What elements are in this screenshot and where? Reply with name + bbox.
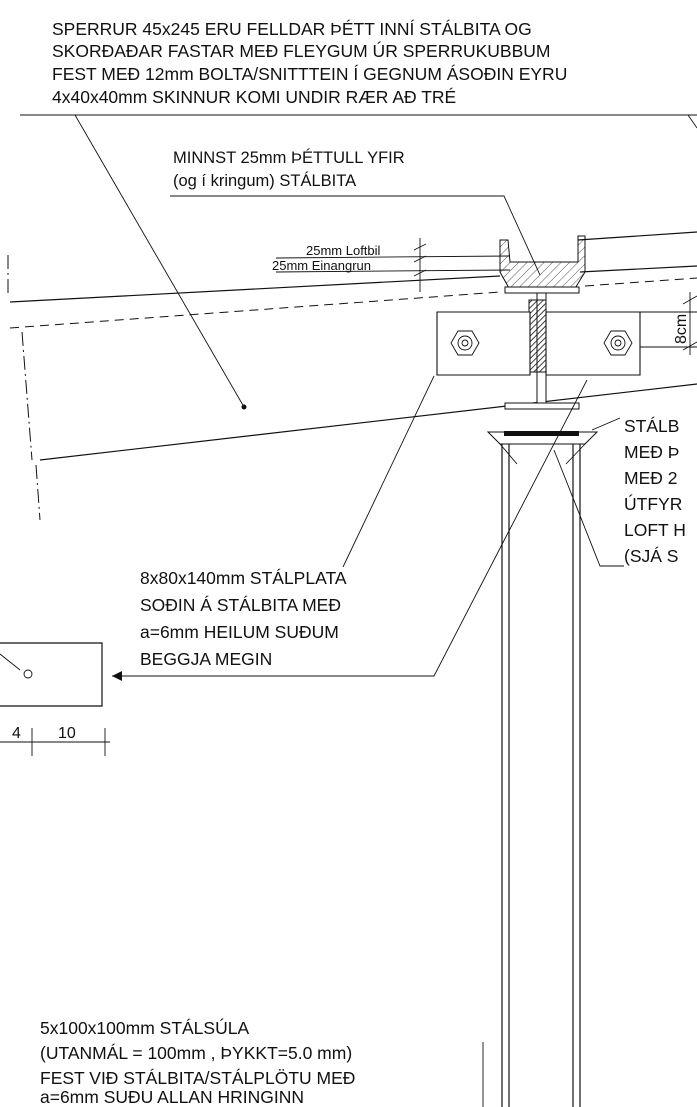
steel-plate-left [436, 311, 531, 376]
leader-arrow [112, 671, 122, 681]
leader-insulation [170, 195, 541, 276]
plate-note-line-1: 8x80x140mm STÁLPLATA [140, 568, 347, 588]
rafter-dashed-right [584, 277, 697, 287]
plate-note-line-2: SOÐIN Á STÁLBITA MEÐ [140, 595, 341, 615]
beam-note: STÁLB MEÐ Þ MEÐ 2 ÚTFYR LOFT H (SJÁ S [624, 416, 686, 566]
detail-leader [0, 653, 21, 671]
rafter-note-line-3: FEST MEÐ 12mm BOLTA/SNITTTEIN Í GEGNUM Á… [52, 64, 567, 84]
detail-plate-outline [0, 642, 103, 707]
plate-note-line-3: a=6mm HEILUM SUÐUM [140, 622, 339, 642]
rafter-top-right [579, 265, 697, 273]
leader-plate-right [112, 379, 588, 677]
column-note-line-2: (UTANMÁL = 100mm , ÞYKKT=5.0 mm) [40, 1043, 352, 1063]
beam-note-line-4: ÚTFYR [624, 493, 682, 514]
beam-bottom-flange [504, 402, 580, 410]
dim-einangrun-label: 25mm Einangrun [272, 258, 371, 273]
weld-seam [528, 299, 547, 373]
layer-dimensions: 25mm Loftbil 25mm Einangrun [272, 238, 511, 292]
rafter-note-line-1: SPERRUR 45x245 ERU FELLDAR ÞÉTT INNÍ STÁ… [52, 19, 532, 39]
plate-height-dimension: 8cm [640, 292, 697, 355]
leader-beam-top [591, 417, 621, 431]
leader-beam-note [553, 449, 624, 567]
beam-top-flange [504, 286, 580, 294]
leader-rafter-to-beam [74, 114, 245, 408]
plate-elevation-detail: 4 10 [0, 642, 110, 756]
dim-einangrun-line [275, 269, 511, 273]
leader-rafter-right [687, 114, 697, 129]
rafter-upper-right [577, 231, 697, 241]
beam-note-line-6: (SJÁ S [624, 546, 678, 566]
leader-plate-left [342, 375, 435, 568]
rafter-note-line-2: SKORÐAÐAR FASTAR MEÐ FLEYGUM ÚR SPERRUKU… [52, 40, 551, 61]
dim-loftbil-label: 25mm Loftbil [306, 243, 381, 258]
steel-beam [436, 235, 641, 465]
break-line-left [21, 331, 33, 461]
rafter [7, 231, 697, 521]
beam-note-line-1: STÁLB [624, 416, 679, 436]
insulation-note-line-2: (og í kringum) STÁLBITA [173, 171, 356, 190]
dim-tick-1 [413, 243, 427, 251]
column-note-line-1: 5x100x100mm STÁLSÚLA [40, 1017, 249, 1038]
leader-lines [20, 114, 697, 1107]
dim-loftbil-line [275, 255, 511, 259]
break-line-bottom [35, 464, 41, 521]
column-note-line-4: a=6mm SUÐU ALLAN HRINGINN [40, 1087, 304, 1107]
insulation-cap [499, 235, 586, 291]
cap-diag-2 [565, 443, 586, 465]
steel-plate-right [545, 311, 641, 376]
insulation-note: MINNST 25mm ÞÉTTULL YFIR (og í kringum) … [173, 148, 405, 190]
beam-note-line-2: MEÐ Þ [624, 442, 679, 462]
bolt-left-icon [450, 330, 480, 356]
detail-bolt-hole [23, 669, 33, 679]
rafter-top-left [9, 275, 501, 303]
insulation-note-line-1: MINNST 25mm ÞÉTTULL YFIR [173, 148, 405, 167]
dim-8cm-tick-1 [682, 295, 697, 305]
bolt-right-icon [603, 330, 633, 356]
detail-dim-10: 10 [58, 725, 76, 742]
beam-note-line-5: LOFT H [624, 520, 686, 540]
beam-note-line-3: MEÐ 2 [624, 468, 677, 488]
rafter-note-line-4: 4x40x40mm SKINNUR KOMI UNDIR RÆR AÐ TRÉ [52, 87, 456, 107]
cap-plate [504, 431, 579, 436]
rafter-bottom [39, 383, 697, 461]
dim-8cm-tick-2 [682, 341, 697, 351]
steel-column [501, 444, 581, 1107]
plate-note: 8x80x140mm STÁLPLATA SOÐIN Á STÁLBITA ME… [140, 568, 347, 669]
rafter-note: SPERRUR 45x245 ERU FELLDAR ÞÉTT INNÍ STÁ… [52, 19, 567, 107]
rafter-dashed-left [9, 291, 501, 329]
plate-note-line-4: BEGGJA MEGIN [140, 649, 272, 669]
column-note-line-3: FEST VIÐ STÁLBITA/STÁLPLÖTU MEÐ [40, 1068, 355, 1088]
column-note: 5x100x100mm STÁLSÚLA (UTANMÁL = 100mm , … [40, 1017, 355, 1107]
dim-8cm-label: 8cm [673, 314, 690, 344]
detail-dim-4: 4 [12, 725, 21, 742]
